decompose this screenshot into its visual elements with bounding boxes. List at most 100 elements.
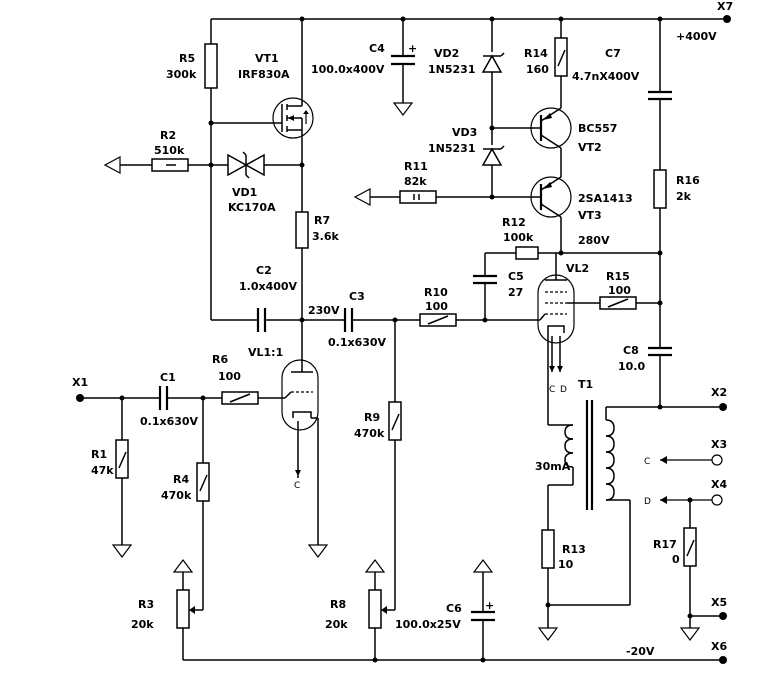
r4-value: 470k — [161, 489, 192, 502]
r12-ref: R12 — [502, 216, 526, 229]
r2-value: 510k — [154, 144, 185, 157]
resistor-r4: R4 470k — [161, 398, 210, 611]
r10-value: 100 — [425, 300, 448, 313]
capacitor-c8: C8 10.0 — [618, 344, 672, 407]
terminal-x7[interactable] — [723, 15, 731, 23]
r16-value: 2k — [676, 190, 692, 203]
resistor-r16: R16 2k — [653, 169, 700, 348]
zener-vd2: VD2 1N5231 — [428, 19, 505, 145]
r17-ref: R17 — [653, 538, 677, 551]
r1-ref: R1 — [91, 448, 107, 461]
output-terminals: X2 C X3 D X4 — [644, 386, 727, 507]
c7-ref: C7 — [605, 47, 621, 60]
terminal-x3-label: X3 — [711, 438, 727, 451]
resistor-r2: R2 510k — [103, 129, 228, 174]
terminal-x6[interactable] — [719, 656, 727, 664]
input-section: X1 C1 0.1x630V — [72, 371, 222, 428]
transformer-t1: T1 30mA — [535, 378, 723, 605]
r9-ref: R9 — [364, 411, 380, 424]
r1-value: 47k — [91, 464, 114, 477]
vt2-value: BC557 — [578, 122, 617, 135]
current-label: 30mA — [535, 460, 571, 473]
c4-plus: + — [408, 42, 417, 55]
c8-value: 10.0 — [618, 360, 645, 373]
vd2-value: 1N5231 — [428, 63, 475, 76]
vt1-ref: VT1 — [255, 52, 279, 65]
r15-ref: R15 — [606, 270, 630, 283]
r11-value: 82k — [404, 175, 427, 188]
vl1-ref: VL1:1 — [248, 346, 283, 359]
r11-ref: R11 — [404, 160, 428, 173]
capacitor-c3: C3 0.1x630V — [328, 290, 420, 349]
terminal-x5[interactable] — [719, 612, 727, 620]
c3-ref: C3 — [349, 290, 365, 303]
vt2-ref: VT2 — [578, 141, 602, 154]
terminal-x1-label: X1 — [72, 376, 88, 389]
x3-pin-c: C — [644, 457, 650, 467]
r8-ref: R8 — [330, 598, 346, 611]
c4-ref: C4 — [369, 42, 385, 55]
terminal-x2-label: X2 — [711, 386, 727, 399]
c2-ref: C2 — [256, 264, 272, 277]
vd2-ref: VD2 — [434, 47, 459, 60]
terminal-x4[interactable] — [711, 494, 723, 506]
vl1-pin-c: C — [294, 481, 300, 491]
r10-ref: R10 — [424, 286, 448, 299]
resistor-r9: R9 470k — [354, 320, 402, 611]
capacitor-c2: C2 1.0x400V 230V — [211, 264, 345, 332]
resistor-r13: R13 10 — [537, 485, 630, 641]
zener-vd3: VD3 1N5231 — [428, 125, 531, 197]
capacitor-c7: C7 4.7nX400V — [572, 19, 672, 170]
resistor-r6: R6 100 — [212, 353, 285, 405]
capacitor-c6: + C6 100.0x25V — [395, 559, 495, 660]
vt3-value: 2SA1413 — [578, 192, 633, 205]
resistor-r11: R11 82k — [353, 160, 531, 206]
vl2-ref: VL2 — [566, 262, 589, 275]
vd3-value: 1N5231 — [428, 142, 475, 155]
r12-value: 100k — [503, 231, 534, 244]
v230-label: 230V — [308, 304, 340, 317]
c4-value: 100.0x400V — [311, 63, 385, 76]
zener-vd1: VD1 KC170A — [227, 140, 305, 214]
r17-value: 0 — [672, 553, 680, 566]
vl2-pin-c: C — [549, 385, 555, 395]
potentiometer-r3: R3 20k — [131, 559, 195, 660]
resistor-r15: R15 100 — [599, 270, 663, 310]
minus20-rail: X6 -20V — [183, 640, 727, 664]
c1-value: 0.1x630V — [140, 415, 199, 428]
v280-label: 280V — [578, 234, 610, 247]
potentiometer-r8: R8 20k — [325, 559, 387, 660]
resistor-r14: R14 160 — [524, 19, 568, 104]
vd1-value: KC170A — [228, 201, 276, 214]
capacitor-c5: C5 27 — [473, 253, 524, 320]
capacitor-c4: + C4 100.0x400V — [311, 19, 417, 116]
terminal-x4-label: X4 — [711, 478, 727, 491]
c6-plus: + — [485, 599, 494, 612]
resistor-r5: R5 300k — [166, 19, 218, 320]
r14-ref: R14 — [524, 47, 548, 60]
r9-value: 470k — [354, 427, 385, 440]
r4-ref: R4 — [173, 473, 189, 486]
r5-ref: R5 — [179, 52, 195, 65]
r3-ref: R3 — [138, 598, 154, 611]
r16-ref: R16 — [676, 174, 700, 187]
terminal-x2[interactable] — [719, 403, 727, 411]
x4-pin-d: D — [644, 497, 651, 507]
bus-280v: R12 100k 280V — [485, 216, 663, 260]
r14-value: 160 — [526, 63, 549, 76]
r5-value: 300k — [166, 68, 197, 81]
r7-value: 3.6k — [312, 230, 339, 243]
mosfet-vt1: VT1 IRF830A — [208, 19, 314, 140]
r6-ref: R6 — [212, 353, 228, 366]
tube-vl2: C D VL2 — [537, 253, 600, 426]
terminal-x3[interactable] — [711, 454, 723, 466]
c3-value: 0.1x630V — [328, 336, 387, 349]
c5-ref: C5 — [508, 270, 524, 283]
terminal-x6-label: X6 — [711, 640, 727, 653]
c2-value: 1.0x400V — [239, 280, 298, 293]
resistor-r7: R7 3.6k — [295, 211, 339, 360]
plus400-rail: X7 +400V — [211, 0, 733, 43]
resistor-r1: R1 47k — [91, 398, 133, 558]
transistor-vt3: 2SA1413 VT3 — [530, 173, 633, 253]
